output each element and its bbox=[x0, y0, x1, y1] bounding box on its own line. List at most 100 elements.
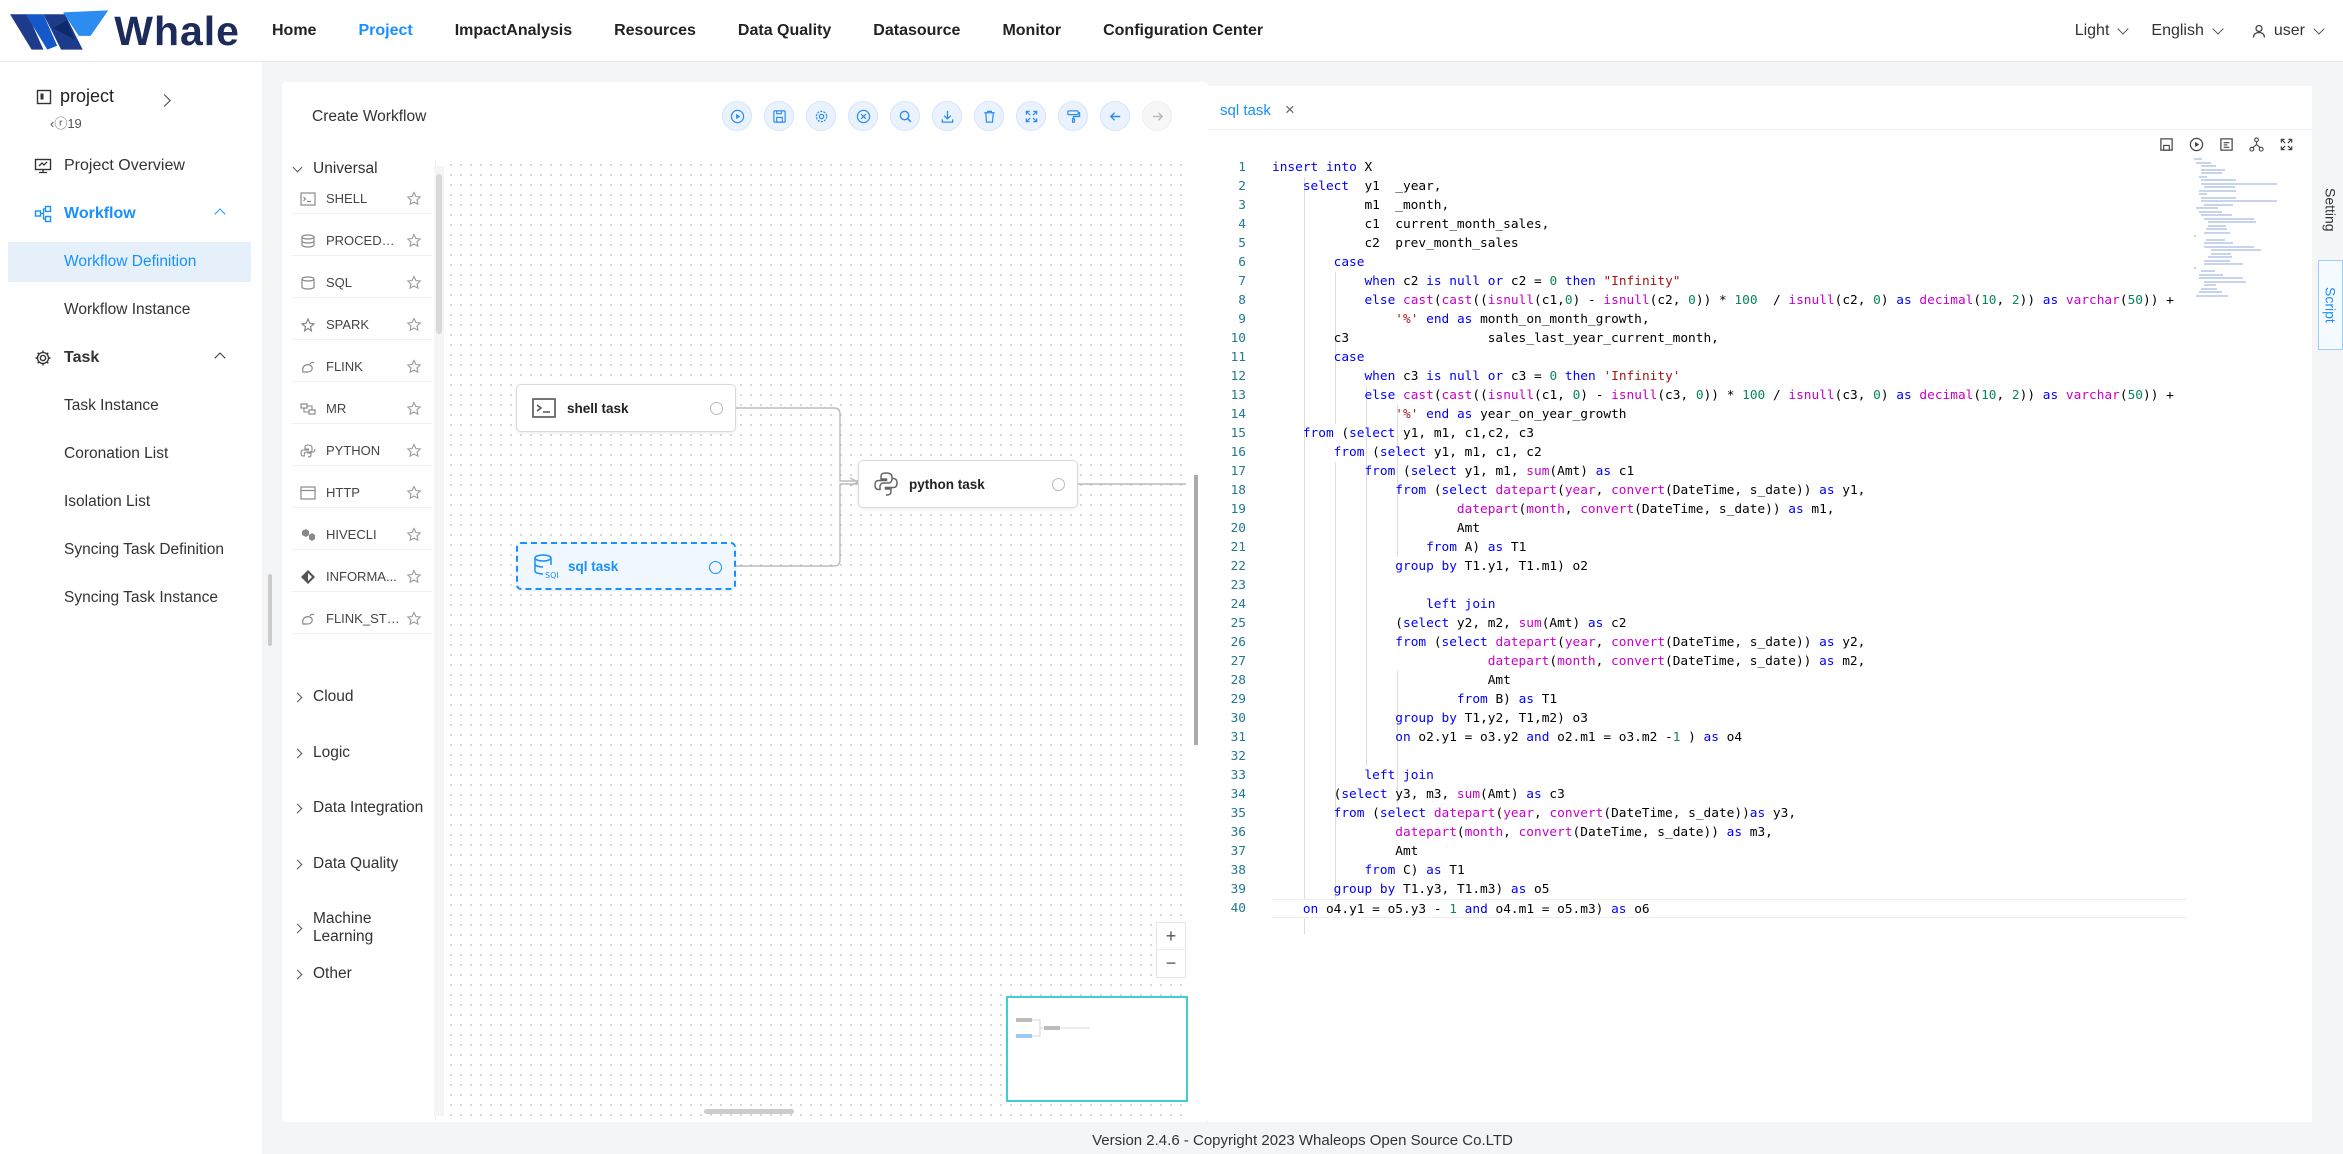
search-button[interactable] bbox=[890, 101, 920, 131]
palette-item-sql[interactable]: SQL bbox=[292, 268, 432, 298]
palette-item-flink-stream[interactable]: FLINK_STR... bbox=[292, 604, 432, 634]
close-button[interactable] bbox=[848, 101, 878, 131]
format-code-icon[interactable] bbox=[2216, 134, 2236, 154]
sidebar-item-coronation-list[interactable]: Coronation List bbox=[0, 434, 262, 474]
palette-item-python[interactable]: PYTHON bbox=[292, 436, 432, 466]
nav-project[interactable]: Project bbox=[358, 22, 413, 39]
code-text: from C) as T1 bbox=[1364, 863, 1465, 878]
sidebar-item-workflow-definition[interactable]: Workflow Definition bbox=[8, 242, 251, 282]
nav-data-quality[interactable]: Data Quality bbox=[737, 22, 832, 39]
star-icon[interactable] bbox=[406, 611, 422, 627]
palette-group-machine-learning[interactable]: Machine Learning bbox=[292, 910, 435, 946]
sidebar-item-isolation-list[interactable]: Isolation List bbox=[0, 482, 262, 522]
tab-setting[interactable]: Setting bbox=[2322, 188, 2339, 232]
add-circle-icon[interactable] bbox=[709, 561, 722, 574]
close-icon[interactable]: × bbox=[1284, 100, 1295, 119]
palette-scroll-thumb[interactable] bbox=[436, 174, 442, 334]
star-icon[interactable] bbox=[406, 275, 422, 291]
nav-monitor[interactable]: Monitor bbox=[1002, 22, 1062, 39]
redo-button[interactable] bbox=[1142, 101, 1172, 131]
sidebar-item-workflow-instance[interactable]: Workflow Instance bbox=[0, 290, 262, 330]
project-name: project bbox=[60, 86, 115, 106]
palette-group-cloud[interactable]: Cloud bbox=[292, 688, 354, 706]
palette-scrollbar[interactable] bbox=[434, 166, 444, 1116]
play-icon[interactable] bbox=[2186, 134, 2206, 154]
line-number: 3 bbox=[1238, 198, 1246, 213]
save-button[interactable] bbox=[764, 101, 794, 131]
star-icon[interactable] bbox=[406, 569, 422, 585]
node-sql-task[interactable]: SQL sql task bbox=[516, 542, 736, 590]
star-icon[interactable] bbox=[406, 359, 422, 375]
sidebar-item-task-instance[interactable]: Task Instance bbox=[0, 386, 262, 426]
palette-item-flink[interactable]: FLINK bbox=[292, 352, 432, 382]
node-python-task[interactable]: python task bbox=[858, 460, 1078, 508]
lineage-icon[interactable] bbox=[2246, 134, 2266, 154]
palette-item-hivecli[interactable]: HIVECLI bbox=[292, 520, 432, 550]
user-dropdown[interactable]: user bbox=[2252, 22, 2325, 40]
nav-impact-analysis[interactable]: ImpactAnalysis bbox=[454, 22, 573, 39]
canvas-horizontal-scrollbar[interactable] bbox=[704, 1109, 794, 1114]
sidebar-item-task[interactable]: Task bbox=[0, 338, 262, 378]
palette-item-informatica[interactable]: INFORMA... bbox=[292, 562, 432, 592]
star-icon[interactable] bbox=[406, 527, 422, 543]
nav-configuration-center[interactable]: Configuration Center bbox=[1103, 22, 1264, 39]
project-switcher[interactable]: project ‹ⓡ19 bbox=[36, 82, 236, 144]
minimap-line bbox=[2208, 256, 2233, 258]
sidebar-item-syncing-task-definition[interactable]: Syncing Task Definition bbox=[0, 530, 262, 570]
logo[interactable]: Whale bbox=[10, 4, 240, 58]
palette-item-http[interactable]: HTTP bbox=[292, 478, 432, 508]
sidebar-item-project-overview[interactable]: Project Overview bbox=[0, 146, 262, 186]
run-button[interactable] bbox=[722, 101, 752, 131]
theme-dropdown[interactable]: Light bbox=[2075, 22, 2130, 40]
minimap-line bbox=[2203, 217, 2254, 220]
nav-datasource[interactable]: Datasource bbox=[873, 22, 961, 39]
expand-icon[interactable] bbox=[2276, 134, 2296, 154]
add-circle-icon[interactable] bbox=[1052, 478, 1065, 491]
palette-group-universal[interactable]: Universal bbox=[292, 160, 378, 178]
nav-resources[interactable]: Resources bbox=[614, 22, 696, 39]
code-minimap[interactable] bbox=[2194, 158, 2278, 297]
palette-item-procedure[interactable]: PROCEDURE bbox=[292, 226, 432, 256]
panel-resize-handle[interactable] bbox=[1194, 475, 1198, 745]
palette-group-other[interactable]: Other bbox=[292, 965, 352, 983]
code-line: 30 group by T1,y2, T1,m2) o3 bbox=[1208, 709, 2208, 728]
nav-home[interactable]: Home bbox=[272, 22, 317, 39]
palette-group-data-integration[interactable]: Data Integration bbox=[292, 799, 423, 817]
save-icon[interactable] bbox=[2156, 134, 2176, 154]
undo-button[interactable] bbox=[1100, 101, 1130, 131]
mapreduce-icon bbox=[300, 402, 316, 415]
arrow-left-icon bbox=[1109, 111, 1120, 121]
fullscreen-button[interactable] bbox=[1016, 101, 1046, 131]
star-icon[interactable] bbox=[406, 191, 422, 207]
palette-group-data-quality[interactable]: Data Quality bbox=[292, 855, 398, 873]
star-icon[interactable] bbox=[406, 401, 422, 417]
dag-canvas[interactable]: shell task SQL sql task python task bbox=[446, 160, 1186, 1120]
format-button[interactable] bbox=[1058, 101, 1088, 131]
node-shell-task[interactable]: shell task bbox=[516, 384, 736, 432]
star-icon[interactable] bbox=[406, 317, 422, 333]
palette-group-logic[interactable]: Logic bbox=[292, 744, 350, 762]
palette-item-spark[interactable]: SPARK bbox=[292, 310, 432, 340]
palette-item-mr[interactable]: MR bbox=[292, 394, 432, 424]
tab-sql-task[interactable]: sql task × bbox=[1220, 96, 1295, 124]
zoom-out-button[interactable]: − bbox=[1165, 953, 1177, 973]
star-icon[interactable] bbox=[406, 485, 422, 501]
code-text: case bbox=[1333, 350, 1365, 365]
download-button[interactable] bbox=[932, 101, 962, 131]
palette-group-label: Cloud bbox=[313, 688, 354, 705]
zoom-in-button[interactable]: + bbox=[1157, 923, 1185, 950]
sidebar-scrollbar[interactable] bbox=[268, 574, 272, 646]
delete-button[interactable] bbox=[974, 101, 1004, 131]
add-circle-icon[interactable] bbox=[710, 402, 723, 415]
code-line: 27 datepart(month, convert(DateTime, s_d… bbox=[1208, 652, 2208, 671]
star-icon[interactable] bbox=[406, 443, 422, 459]
sidebar-item-workflow[interactable]: Workflow bbox=[0, 194, 262, 234]
settings-button[interactable] bbox=[806, 101, 836, 131]
minimap[interactable] bbox=[1006, 996, 1188, 1102]
tab-script[interactable]: Script bbox=[2318, 260, 2343, 350]
star-icon[interactable] bbox=[406, 233, 422, 249]
sidebar-item-syncing-task-instance[interactable]: Syncing Task Instance bbox=[0, 578, 262, 618]
language-dropdown[interactable]: English bbox=[2151, 22, 2224, 40]
palette-item-shell[interactable]: SHELL bbox=[292, 184, 432, 214]
